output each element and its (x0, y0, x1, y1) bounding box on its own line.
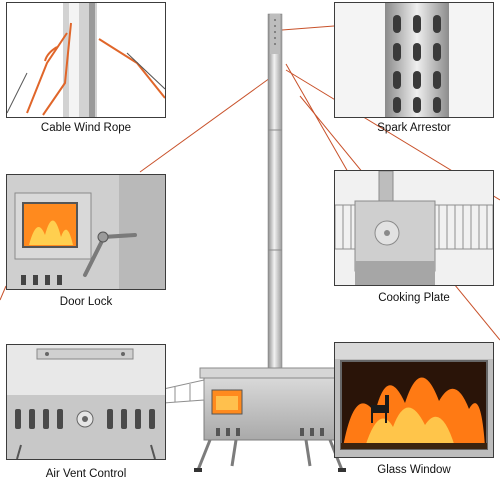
stove-leg (304, 439, 312, 467)
leader-rope-right (285, 63, 349, 173)
panel-glass-window (334, 342, 494, 458)
panel-air-vent-control (6, 344, 166, 460)
chimney-pipe (267, 13, 283, 375)
caption-cooking-plate: Cooking Plate (378, 292, 450, 304)
leader-spark-arrestor (281, 25, 335, 31)
glass-window-photo (335, 343, 493, 450)
door-lock-photo (7, 175, 165, 289)
stove-leg (230, 439, 238, 467)
air-vent-control-photo (7, 345, 165, 459)
caption-air-vent-control: Air Vent Control (45, 468, 127, 480)
panel-door-lock (6, 174, 166, 290)
spark-arrestor-photo (385, 3, 449, 117)
cable-wind-rope-photo (7, 3, 165, 117)
leader-door-lock (0, 285, 7, 301)
deer-silhouette (371, 395, 389, 423)
caption-glass-window: Glass Window (377, 464, 451, 476)
panel-cable-wind-rope (6, 2, 166, 118)
caption-door-lock: Door Lock (59, 296, 113, 308)
panel-cooking-plate (334, 170, 494, 286)
stove-leg (196, 439, 212, 471)
caption-spark-arrestor: Spark Arrestor (377, 122, 451, 134)
caption-cable-wind-rope: Cable Wind Rope (40, 122, 132, 134)
panel-spark-arrestor (334, 2, 494, 118)
leader-rope-left (139, 77, 271, 173)
cooking-plate-photo (335, 171, 493, 285)
